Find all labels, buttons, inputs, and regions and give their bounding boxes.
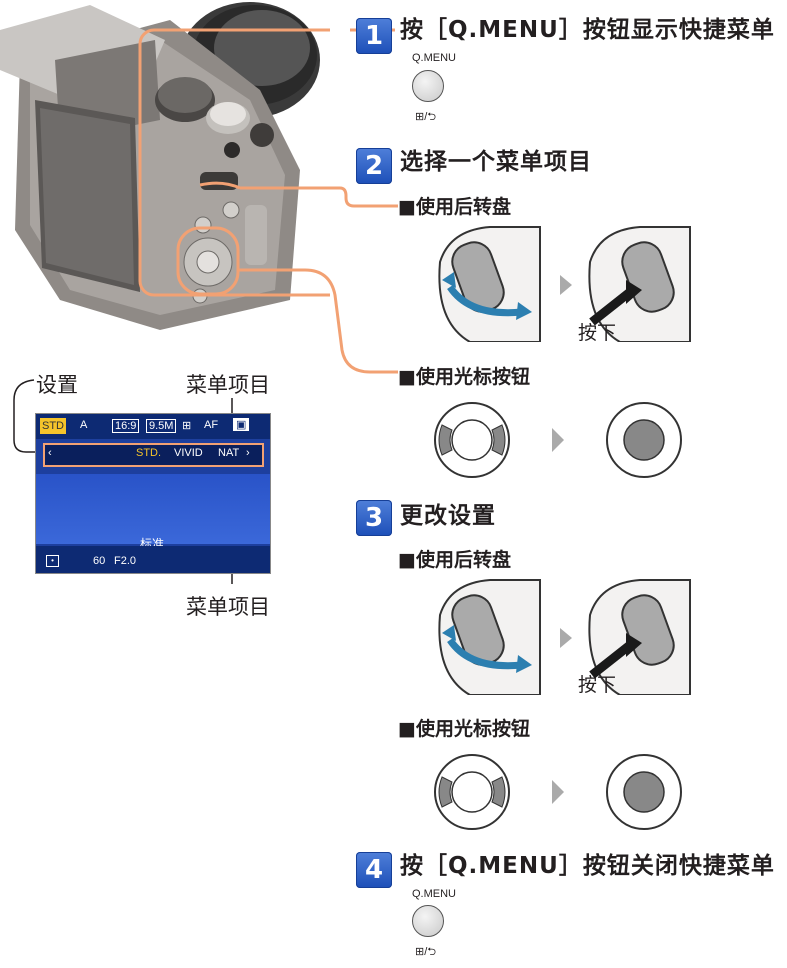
rear-dial-rotate-illustration (438, 226, 691, 342)
screen-icon-aspect: 16:9 (112, 419, 140, 433)
camera-illustration (0, 2, 330, 330)
step-1-title: 按［Q.MENU］按钮显示快捷菜单 (400, 17, 775, 43)
screen-aperture: F2.0 (114, 555, 137, 567)
step-3-method-dial: ■使用后转盘 (398, 549, 511, 571)
screen-top-bar (36, 414, 270, 439)
step-2-method-dial: ■使用后转盘 (398, 196, 511, 218)
screen-icon-metering: ▣ (233, 418, 250, 431)
screen-icon-quality: ⊞ (182, 420, 192, 432)
quick-menu-screen: STD A 16:9 9.5M ⊞ AF ▣ ‹ STD. VIVID NAT … (35, 413, 271, 574)
screen-bottom-bar (36, 546, 270, 573)
option-selector[interactable] (43, 443, 264, 467)
trash-back-label-1: ⊞/⮌ (415, 111, 437, 123)
option-std[interactable]: STD. (136, 447, 162, 459)
trash-back-label-4: ⊞/⮌ (415, 946, 437, 958)
step-4-title: 按［Q.MENU］按钮关闭快捷菜单 (400, 853, 775, 879)
screen-shutter: 60 (93, 555, 106, 567)
cursor-buttons-illustration-2 (434, 754, 682, 830)
screen-icon-af: AF (204, 419, 219, 431)
callout-menu-item-bottom: 菜单项目 (186, 595, 270, 619)
metering-icon: • (46, 555, 59, 567)
step-3-press-label: 按下 (578, 674, 617, 696)
screen-icon-wb: A (80, 419, 88, 431)
callout-menu-item-top: 菜单项目 (186, 373, 270, 397)
qmenu-label-4: Q.MENU (412, 888, 456, 900)
screen-icon-size: 9.5M (146, 419, 177, 433)
step-2-press-label: 按下 (578, 322, 617, 344)
step-3-method-cursor: ■使用光标按钮 (398, 718, 530, 740)
right-arrow-icon[interactable]: › (246, 447, 250, 459)
step-3-badge: 3 (356, 500, 392, 536)
qmenu-button-1[interactable] (412, 70, 444, 102)
cursor-buttons-illustration (434, 402, 682, 478)
step-1-badge: 1 (356, 18, 392, 54)
option-vivid[interactable]: VIVID (174, 447, 203, 459)
step-2-method-cursor: ■使用光标按钮 (398, 366, 530, 388)
step-2-badge: 2 (356, 148, 392, 184)
step-4-badge: 4 (356, 852, 392, 888)
screen-icon-std: STD (40, 418, 66, 434)
option-nat[interactable]: NAT (218, 447, 240, 459)
screen-preview-area (36, 474, 270, 544)
rear-dial-rotate-illustration-2 (438, 579, 691, 695)
qmenu-label-1: Q.MENU (412, 52, 456, 64)
step-2-title: 选择一个菜单项目 (400, 149, 592, 175)
left-arrow-icon[interactable]: ‹ (48, 447, 52, 459)
step-3-title: 更改设置 (400, 503, 496, 529)
qmenu-button-4[interactable] (412, 905, 444, 937)
callout-setting: 设置 (36, 373, 78, 397)
